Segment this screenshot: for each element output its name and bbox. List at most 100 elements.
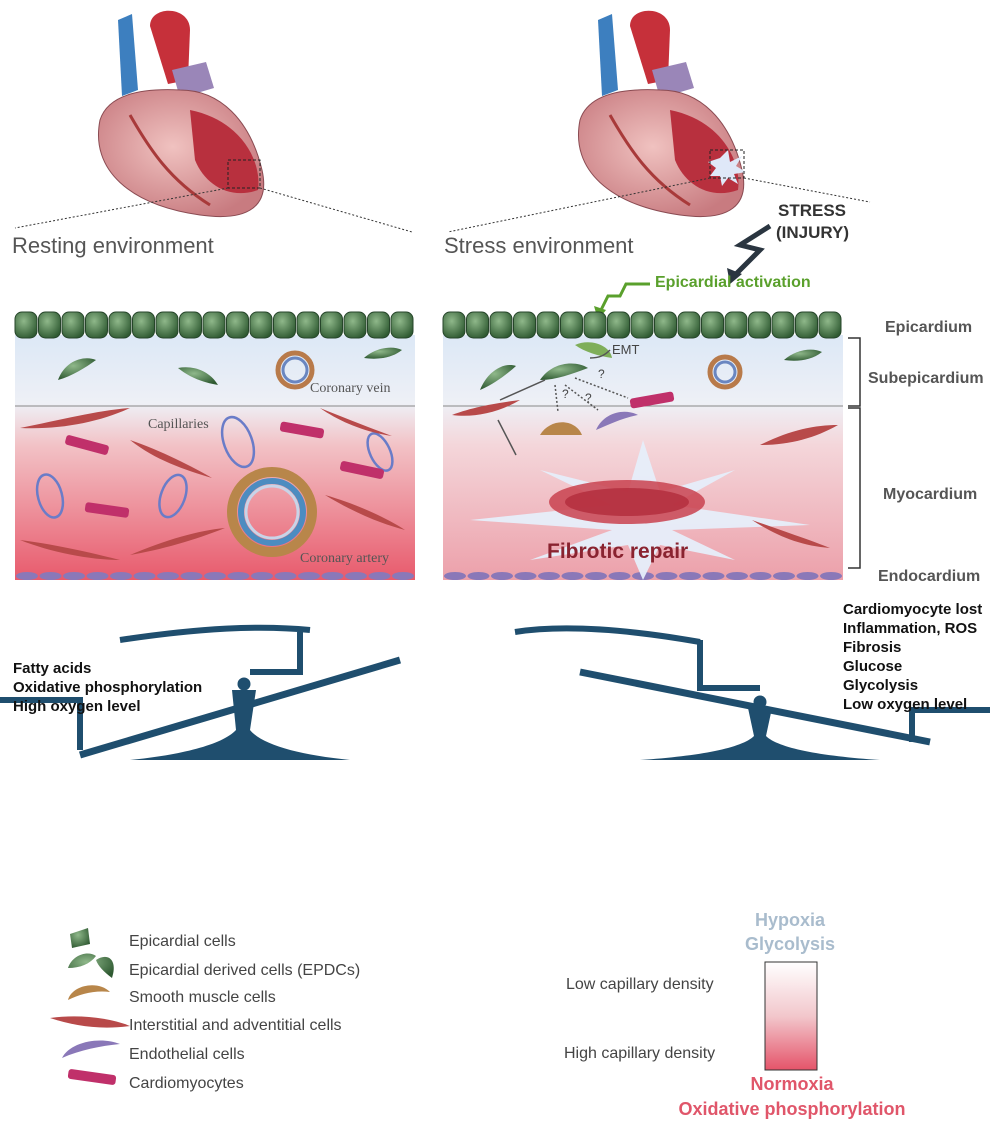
endocardial-cell	[39, 572, 62, 580]
epicardial-cell	[466, 311, 489, 339]
endocardial-cell	[749, 572, 772, 580]
endocardial-cell	[773, 572, 795, 580]
epicardial-cell	[202, 311, 226, 339]
cardiomyocyte-icon	[67, 1069, 117, 1085]
question-mark-2: ?	[598, 367, 605, 381]
epicardial-cell-icon	[70, 928, 90, 948]
legend-label-1: Epicardial cells	[129, 933, 236, 950]
right-scale-item-3: Fibrosis	[843, 639, 901, 656]
stress-header: Stress environment	[444, 233, 634, 258]
epicardial-cell	[795, 311, 818, 339]
layer-subepicardium: Subepicardium	[868, 370, 984, 387]
endocardial-cell	[796, 572, 819, 580]
endocardial-cell	[726, 572, 748, 580]
endocardial-cell	[467, 572, 490, 580]
activation-arrow	[598, 282, 650, 313]
epicardial-cell	[390, 311, 414, 339]
epicardial-cell	[132, 311, 155, 339]
glycolysis-title: Glycolysis	[745, 934, 835, 954]
endocardial-cell	[368, 572, 391, 580]
endocardial-cell	[204, 572, 226, 580]
layer-epicardium: Epicardium	[885, 319, 972, 336]
epicardial-cell	[343, 311, 367, 339]
epicardial-activation-label: Epicardial activation	[655, 274, 811, 291]
epicardial-cell	[226, 311, 249, 339]
epicardial-cell	[155, 311, 179, 339]
emt-label: EMT	[612, 342, 640, 357]
legend-label-3: Smooth muscle cells	[129, 989, 276, 1006]
coronary-artery-label: Coronary artery	[300, 551, 389, 566]
legend-label-6: Cardiomyocytes	[129, 1075, 244, 1092]
question-mark-3: ?	[585, 391, 592, 405]
resting-heart-illustration	[98, 10, 265, 217]
epicardial-cell	[583, 311, 607, 339]
endocardial-cell	[655, 572, 678, 580]
endocardial-cell	[180, 572, 203, 580]
endocardial-cell	[63, 572, 85, 580]
gradient-bar	[764, 961, 818, 1071]
layer-brackets	[848, 337, 861, 569]
endocardial-cell	[274, 572, 297, 580]
endocardial-cell	[157, 572, 179, 580]
epicardial-cell	[536, 311, 560, 339]
endocardial-cell	[110, 572, 132, 580]
left-scale-item-1: Fatty acids	[13, 660, 91, 677]
oxphos-title: Oxidative phosphorylation	[678, 1099, 905, 1119]
epicardial-cell	[296, 311, 320, 339]
endocardial-cell	[820, 572, 842, 580]
legend-label-5: Endothelial cells	[129, 1046, 245, 1063]
epicardial-cell	[818, 311, 842, 339]
epicardial-cell	[442, 311, 466, 339]
endocardial-cell	[444, 572, 466, 580]
smooth-muscle-cell-icon	[68, 985, 110, 1000]
endocardial-cell	[538, 572, 560, 580]
stress-tissue-panel	[442, 311, 843, 580]
epicardial-cell	[179, 311, 202, 339]
epicardial-cell	[513, 311, 536, 339]
endocardial-cell	[392, 572, 414, 580]
epicardial-cell	[61, 311, 85, 339]
endocardial-cell	[585, 572, 607, 580]
endothelial-cell-icon	[62, 1040, 120, 1058]
epicardial-cell	[560, 311, 583, 339]
left-balance-scale	[0, 624, 401, 760]
normoxia-title: Normoxia	[750, 1074, 834, 1094]
epicardial-cell	[724, 311, 748, 339]
epicardial-cell	[748, 311, 771, 339]
epicardial-cell	[654, 311, 677, 339]
epicardial-cell	[367, 311, 390, 339]
resting-tissue-panel	[14, 311, 415, 580]
endocardial-cell	[702, 572, 725, 580]
legend-label-2: Epicardial derived cells (EPDCs)	[129, 962, 360, 979]
epicardial-cell	[677, 311, 701, 339]
capillaries-label: Capillaries	[148, 417, 209, 432]
right-scale-item-2: Inflammation, ROS	[843, 620, 977, 637]
right-balance-scale	[514, 625, 990, 760]
stress-label-line1: STRESS	[778, 201, 846, 220]
question-mark-1: ?	[562, 387, 569, 401]
stress-label-line2: (INJURY)	[776, 223, 849, 242]
endocardial-cell	[16, 572, 38, 580]
epicardial-cell	[489, 311, 513, 339]
endocardial-cell	[561, 572, 584, 580]
legend: Epicardial cells Epicardial derived cell…	[50, 928, 360, 1092]
epicardial-cell	[108, 311, 132, 339]
layer-endocardium: Endocardium	[878, 568, 980, 585]
endocardial-cell	[514, 572, 537, 580]
interstitial-cell-icon	[50, 1016, 130, 1028]
endocardial-cell-row	[444, 572, 842, 580]
epicardial-cell	[607, 311, 630, 339]
hypoxia-title: Hypoxia	[755, 910, 826, 930]
endocardial-cell	[608, 572, 631, 580]
epicardial-cell	[85, 311, 108, 339]
endocardial-cell-row	[16, 572, 414, 580]
epicardial-cell-row	[14, 311, 414, 339]
epicardial-cell	[249, 311, 273, 339]
epicardial-cell	[320, 311, 343, 339]
low-capillary-label: Low capillary density	[566, 976, 714, 993]
left-scale-item-2: Oxidative phosphorylation	[13, 679, 202, 696]
endocardial-cell	[345, 572, 367, 580]
endocardial-cell	[251, 572, 273, 580]
endocardial-cell	[321, 572, 344, 580]
